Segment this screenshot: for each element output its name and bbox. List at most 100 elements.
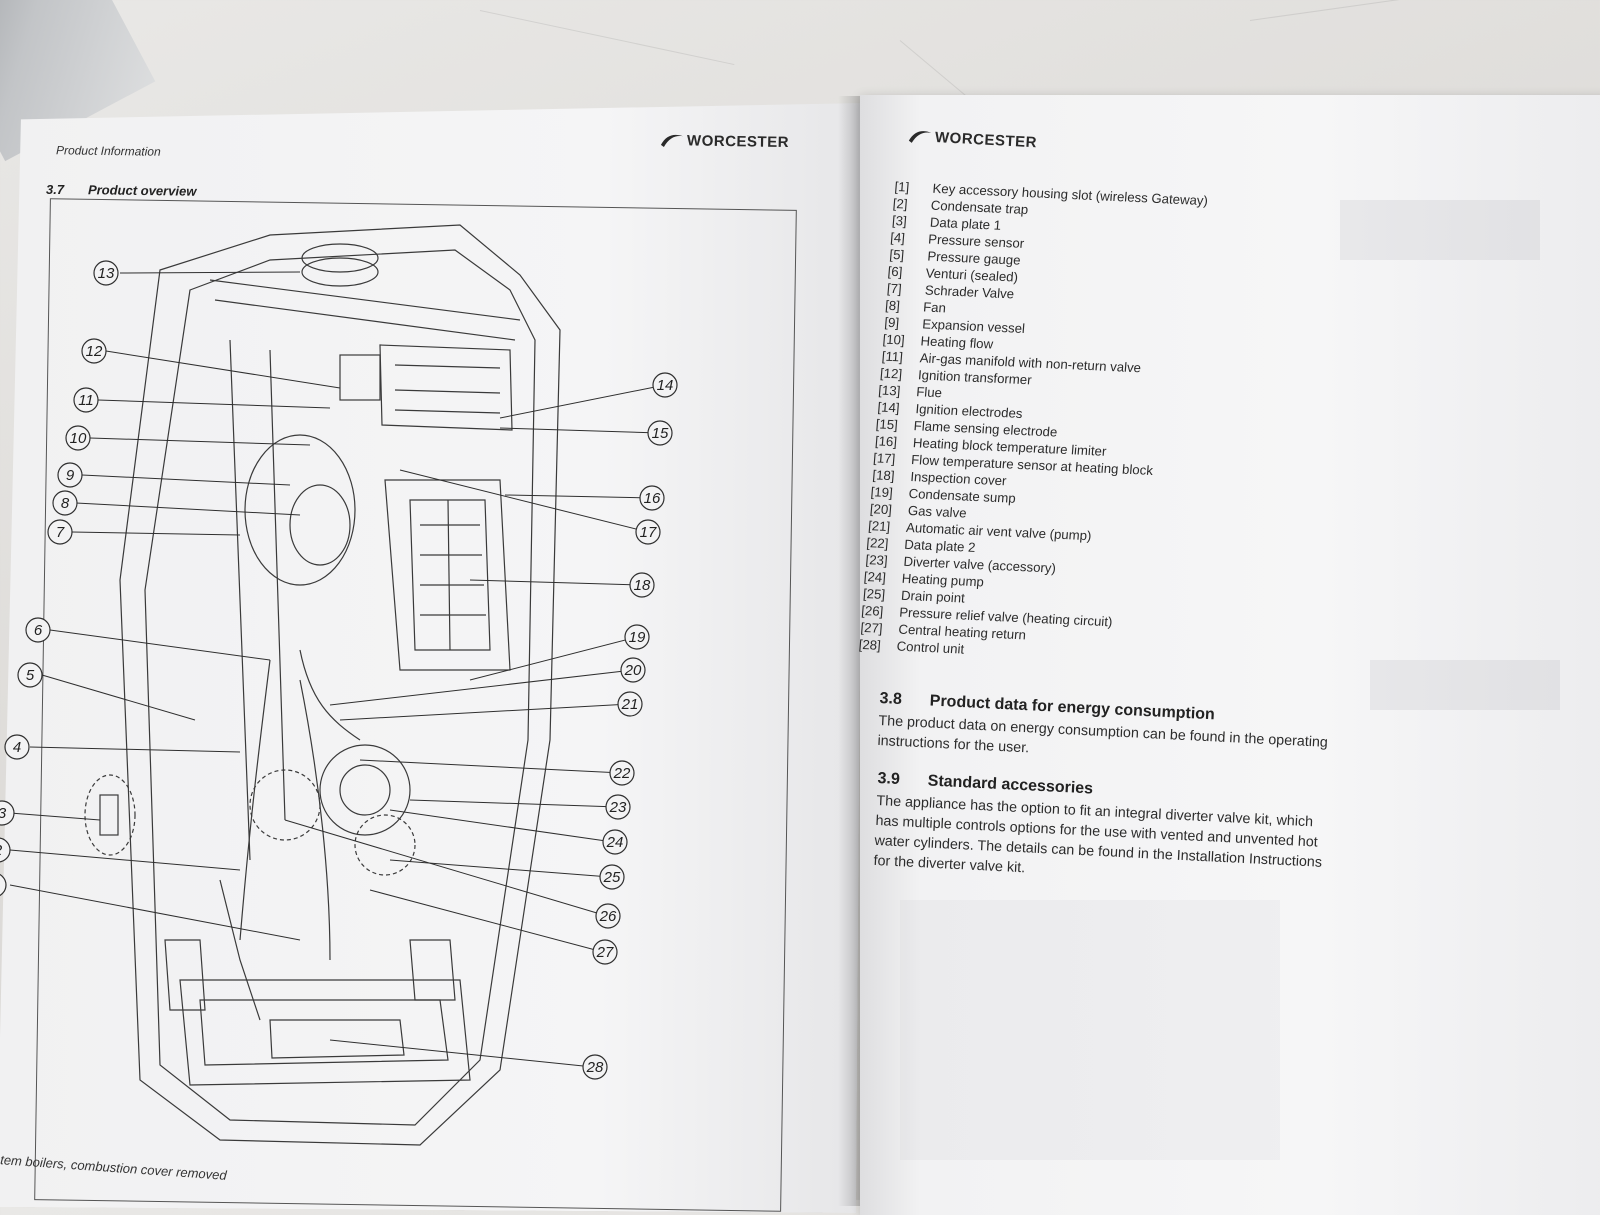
callout-number: 28 <box>586 1059 604 1076</box>
component-legend: [1]Key accessory housing slot (wireless … <box>858 178 1334 673</box>
callout-circle <box>605 794 631 820</box>
callout-number: 25 <box>603 869 621 886</box>
callout-circle <box>93 260 119 286</box>
callout-number: 8 <box>61 495 70 512</box>
callout-number: 4 <box>13 739 21 756</box>
legend-label: Flue <box>916 384 943 401</box>
callout-number: 24 <box>606 834 624 851</box>
callout-number: 19 <box>629 629 646 646</box>
legend-number: [5] <box>888 246 905 263</box>
legend-number: [14] <box>876 399 901 416</box>
section-number: 3.9 <box>877 770 901 789</box>
callout-circle <box>620 657 646 683</box>
boiler-drawing <box>84 224 561 1146</box>
callout-19: 19 <box>624 624 650 650</box>
legend-number: [27] <box>859 619 883 636</box>
callout-11: 11 <box>73 387 99 413</box>
callout-number: 16 <box>644 490 661 507</box>
callout-25: 25 <box>599 864 625 890</box>
callout-6: 6 <box>25 617 51 643</box>
callout-23: 23 <box>605 794 631 820</box>
callout-number: 20 <box>624 662 642 679</box>
callout-26: 26 <box>595 903 621 929</box>
marble-vein <box>1249 0 1548 21</box>
legend-number: [9] <box>883 314 900 331</box>
callout-number: 9 <box>66 467 75 484</box>
callout-7: 7 <box>47 519 73 545</box>
callout-number: 21 <box>621 696 639 713</box>
callout-circle <box>602 829 628 855</box>
brand-name: WORCESTER <box>686 131 790 151</box>
legend-number: [17] <box>872 450 897 467</box>
bleed-through-shading <box>1370 660 1560 710</box>
callout-number: 11 <box>78 392 94 409</box>
callout-circle <box>47 519 73 545</box>
callout-18: 18 <box>629 572 655 598</box>
callout-number: 7 <box>56 524 65 541</box>
legend-number: [3] <box>891 212 908 229</box>
legend-number: [10] <box>882 331 906 348</box>
callout-number: 3 <box>0 805 7 822</box>
callout-circle <box>592 939 618 965</box>
callout-3: 3 <box>0 800 15 826</box>
callout-number: 10 <box>70 430 87 447</box>
callout-number: 6 <box>34 622 43 639</box>
callout-circle <box>0 873 7 897</box>
callout-8: 8 <box>52 490 78 516</box>
callout-number: 15 <box>652 425 669 442</box>
legend-number: [4] <box>890 229 906 246</box>
legend-number: [28] <box>858 636 882 653</box>
callout-5: 5 <box>17 662 43 688</box>
callout-circle <box>0 837 11 863</box>
swoosh-icon <box>660 134 684 147</box>
legend-number: [24] <box>863 569 887 585</box>
legend-number: [11] <box>880 348 904 365</box>
callout-24: 24 <box>602 829 628 855</box>
legend-number: [16] <box>874 433 898 450</box>
callout-10: 10 <box>65 425 91 451</box>
callout-circle <box>582 1054 608 1080</box>
brand-logo: WORCESTER <box>660 131 789 151</box>
callout-9: 9 <box>57 462 83 488</box>
callout-circle <box>652 372 678 398</box>
callout-circle <box>4 734 30 760</box>
callout-number: 18 <box>634 577 651 594</box>
callout-12: 12 <box>81 338 107 364</box>
callout-number: 13 <box>98 265 115 282</box>
callout-circle <box>17 662 43 688</box>
callout-circle <box>73 387 99 413</box>
callout-21: 21 <box>617 691 643 717</box>
legend-number: [15] <box>875 416 899 433</box>
callout-circle <box>617 691 643 717</box>
bleed-through-shading <box>900 900 1280 1160</box>
callout-circle <box>635 519 661 545</box>
callout-13: 13 <box>93 260 119 286</box>
legend-number: [6] <box>887 263 904 280</box>
callout-number: 26 <box>599 908 617 925</box>
callout-27: 27 <box>592 939 618 965</box>
callout-15: 15 <box>647 420 673 446</box>
callout-14: 14 <box>652 372 678 398</box>
callout-number: 17 <box>640 524 657 541</box>
brand-logo: WORCESTER <box>908 127 1038 152</box>
legend-label: Fan <box>922 299 947 316</box>
legend-number: [22] <box>866 535 890 552</box>
legend-number: [12] <box>879 365 903 382</box>
callout-circle <box>25 617 51 643</box>
callout-circle <box>57 462 83 488</box>
legend-number: [21] <box>867 518 891 535</box>
callout-circle <box>65 425 91 451</box>
legend-number: [20] <box>868 501 893 518</box>
callout-number: 2 <box>0 842 3 859</box>
callout-22: 22 <box>609 760 635 786</box>
section-number: 3.7 <box>46 182 65 197</box>
legend-number: [19] <box>870 484 894 501</box>
callout-number: 12 <box>86 343 103 360</box>
marble-vein <box>479 10 735 66</box>
bleed-through-shading <box>1340 200 1540 260</box>
callout-17: 17 <box>635 519 661 545</box>
legend-number: [25] <box>862 585 886 602</box>
callout-circle <box>595 903 621 929</box>
legend-number: [1] <box>894 179 910 195</box>
callout-28: 28 <box>582 1054 608 1080</box>
